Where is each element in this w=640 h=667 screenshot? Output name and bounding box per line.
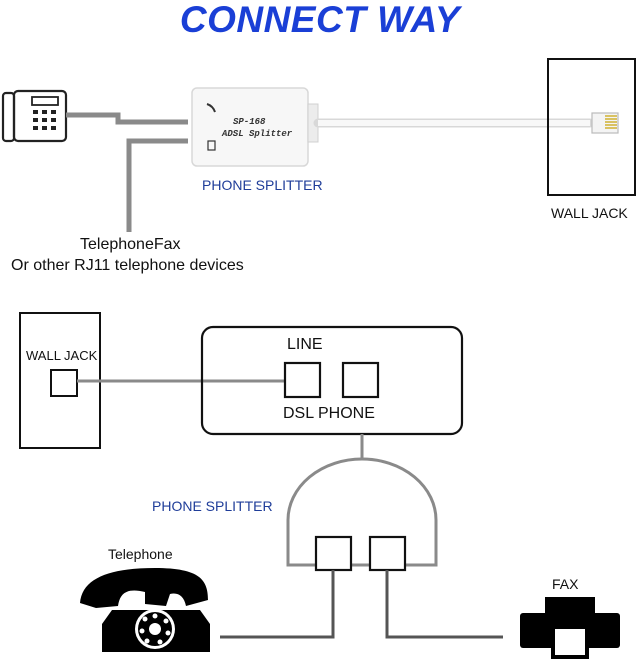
- rj11-plug-icon: [591, 112, 619, 134]
- telephone-fax-label: TelephoneFax: [80, 236, 181, 253]
- device-type-text: ADSL Splitter: [221, 129, 293, 139]
- dsl-port: [283, 361, 322, 399]
- telephone-label: Telephone: [108, 546, 173, 562]
- page-title: CONNECT WAY: [179, 0, 461, 40]
- wall-jack-label-top: WALL JACK: [551, 205, 628, 221]
- telephone-cable: [220, 570, 335, 639]
- line-label: LINE: [287, 336, 323, 353]
- wall-jack-label-bottom: WALL JACK: [26, 348, 98, 363]
- device-model-text: SP-168: [233, 117, 266, 127]
- phone-splitter-bottom: [286, 457, 438, 567]
- adsl-splitter-device: SP-168 ADSL Splitter: [191, 87, 319, 167]
- phone-splitter-label-top: PHONE SPLITTER: [202, 177, 323, 193]
- phone-cable: [66, 112, 188, 232]
- fax-symbol-icon: [207, 140, 216, 151]
- splitter-port-phone: [314, 535, 353, 572]
- wall-jack-top: [547, 58, 636, 196]
- rj11-devices-label: Or other RJ11 telephone devices: [11, 257, 244, 274]
- rotary-phone-icon: [80, 568, 210, 652]
- modem-box: [200, 325, 464, 436]
- phone-splitter-label-bottom: PHONE SPLITTER: [152, 498, 273, 514]
- fax-label: FAX: [552, 576, 579, 592]
- phone-symbol-icon: [206, 103, 216, 113]
- wall-jack-port: [50, 369, 78, 397]
- fax-cable: [385, 570, 503, 639]
- fax-icon: [520, 597, 620, 659]
- splitter-port-fax: [368, 535, 407, 572]
- phone-port: [341, 361, 380, 399]
- desk-phone-icon: [1, 89, 68, 143]
- dsl-phone-label: DSL PHONE: [283, 405, 375, 422]
